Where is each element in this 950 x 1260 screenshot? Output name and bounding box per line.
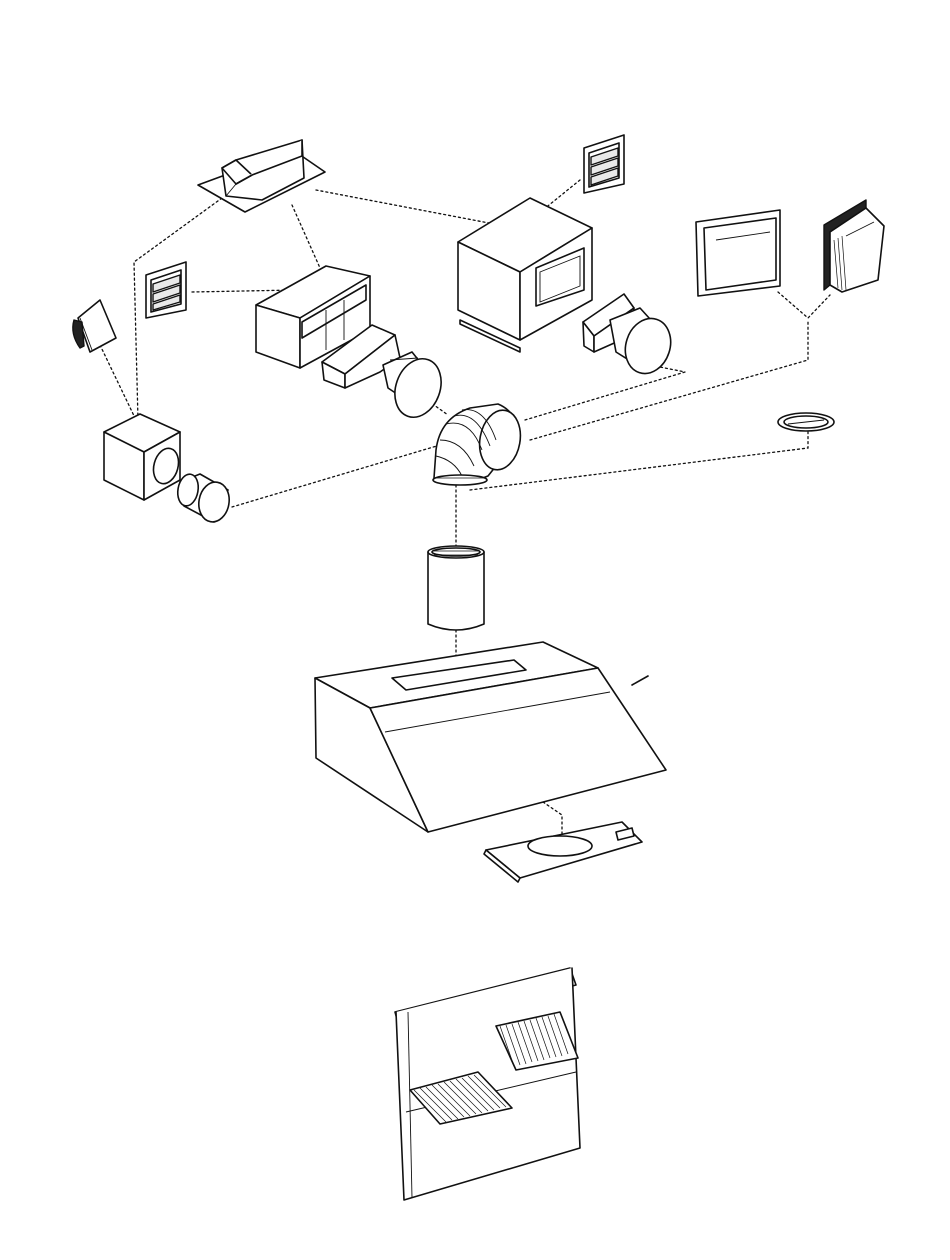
- line-roofcap-to-large-box: [316, 190, 515, 228]
- wall-cap-side-left: [73, 300, 116, 352]
- louvered-wall-cap-top: [584, 135, 624, 193]
- louvered-wall-cap-left: [146, 262, 186, 318]
- range-hood: [315, 642, 666, 832]
- line-wallcaps-join: [778, 292, 830, 318]
- wall-cap-louvered-right: [824, 200, 884, 292]
- line-round-duct-to-elbow: [232, 445, 440, 507]
- square-duct-box: [104, 414, 182, 500]
- duct-transition-right: [583, 294, 678, 379]
- damper-disc: [778, 413, 834, 431]
- back-panel-with-filters: [395, 968, 580, 1200]
- round-duct-vertical: [428, 546, 484, 630]
- elbow-duct-round: [433, 404, 525, 485]
- round-duct-short: [175, 473, 232, 525]
- line-transition-right-to-elbow: [525, 365, 685, 420]
- line-roofcap-to-rect-duct: [292, 205, 320, 268]
- wall-cap-square: [696, 210, 780, 296]
- filter-panel: [484, 822, 642, 882]
- line-sidecap-to-box: [100, 345, 136, 420]
